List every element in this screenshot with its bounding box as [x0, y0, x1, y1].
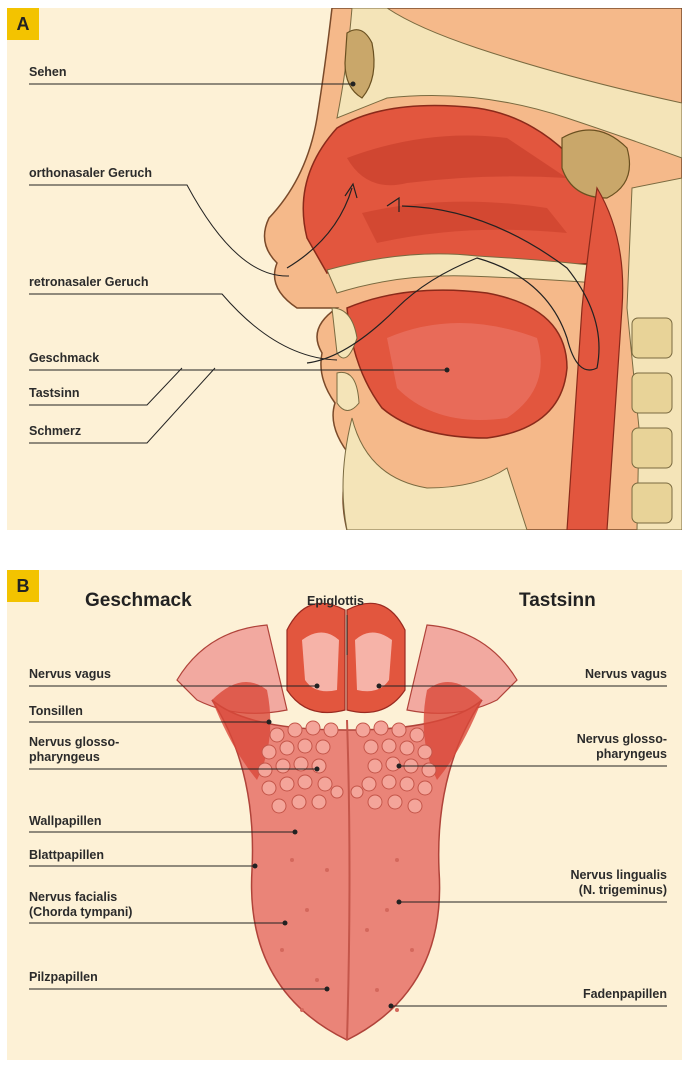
panel-b-tongue-section: B Geschmack Tastsinn Epiglottis Nervus v…: [7, 570, 682, 1060]
label-glosso-right-line2: pharyngeus: [596, 747, 667, 761]
label-glosso-right-line1: Nervus glosso-: [577, 732, 667, 746]
tongue-illustration: [7, 570, 682, 1060]
head-cross-section-illustration: [7, 8, 682, 530]
label-nervus-vagus-right: Nervus vagus: [585, 667, 667, 682]
label-lingualis-line1: Nervus lingualis: [570, 868, 667, 882]
label-nervus-lingualis: Nervus lingualis (N. trigeminus): [570, 868, 667, 898]
label-facialis-line1: Nervus facialis: [29, 890, 117, 904]
label-glossopharyngeus-right: Nervus glosso- pharyngeus: [577, 732, 667, 762]
label-glosso-left-line1: Nervus glosso-: [29, 735, 119, 749]
label-orthonasaler-geruch: orthonasaler Geruch: [29, 166, 152, 181]
panel-a-badge: A: [7, 8, 39, 40]
heading-geschmack: Geschmack: [85, 590, 192, 612]
panel-a-head-section: A Sehen orthonasaler Geruch retronasaler…: [7, 8, 682, 530]
panel-b-badge: B: [7, 570, 39, 602]
label-glossopharyngeus-left: Nervus glosso- pharyngeus: [29, 735, 119, 765]
label-tonsillen: Tonsillen: [29, 704, 83, 719]
label-lingualis-line2: (N. trigeminus): [579, 883, 667, 897]
label-geschmack: Geschmack: [29, 351, 99, 366]
label-facialis-line2: (Chorda tympani): [29, 905, 132, 919]
label-blattpapillen: Blattpapillen: [29, 848, 104, 863]
label-glosso-left-line2: pharyngeus: [29, 750, 100, 764]
label-wallpapillen: Wallpapillen: [29, 814, 101, 829]
label-schmerz: Schmerz: [29, 424, 81, 439]
label-tastsinn: Tastsinn: [29, 386, 79, 401]
label-epiglottis: Epiglottis: [307, 594, 364, 609]
label-retronasaler-geruch: retronasaler Geruch: [29, 275, 149, 290]
label-pilzpapillen: Pilzpapillen: [29, 970, 98, 985]
label-nervus-vagus-left: Nervus vagus: [29, 667, 111, 682]
heading-tastsinn: Tastsinn: [519, 590, 596, 612]
label-nervus-facialis: Nervus facialis (Chorda tympani): [29, 890, 132, 920]
label-sehen: Sehen: [29, 65, 67, 80]
label-fadenpapillen: Fadenpapillen: [583, 987, 667, 1002]
